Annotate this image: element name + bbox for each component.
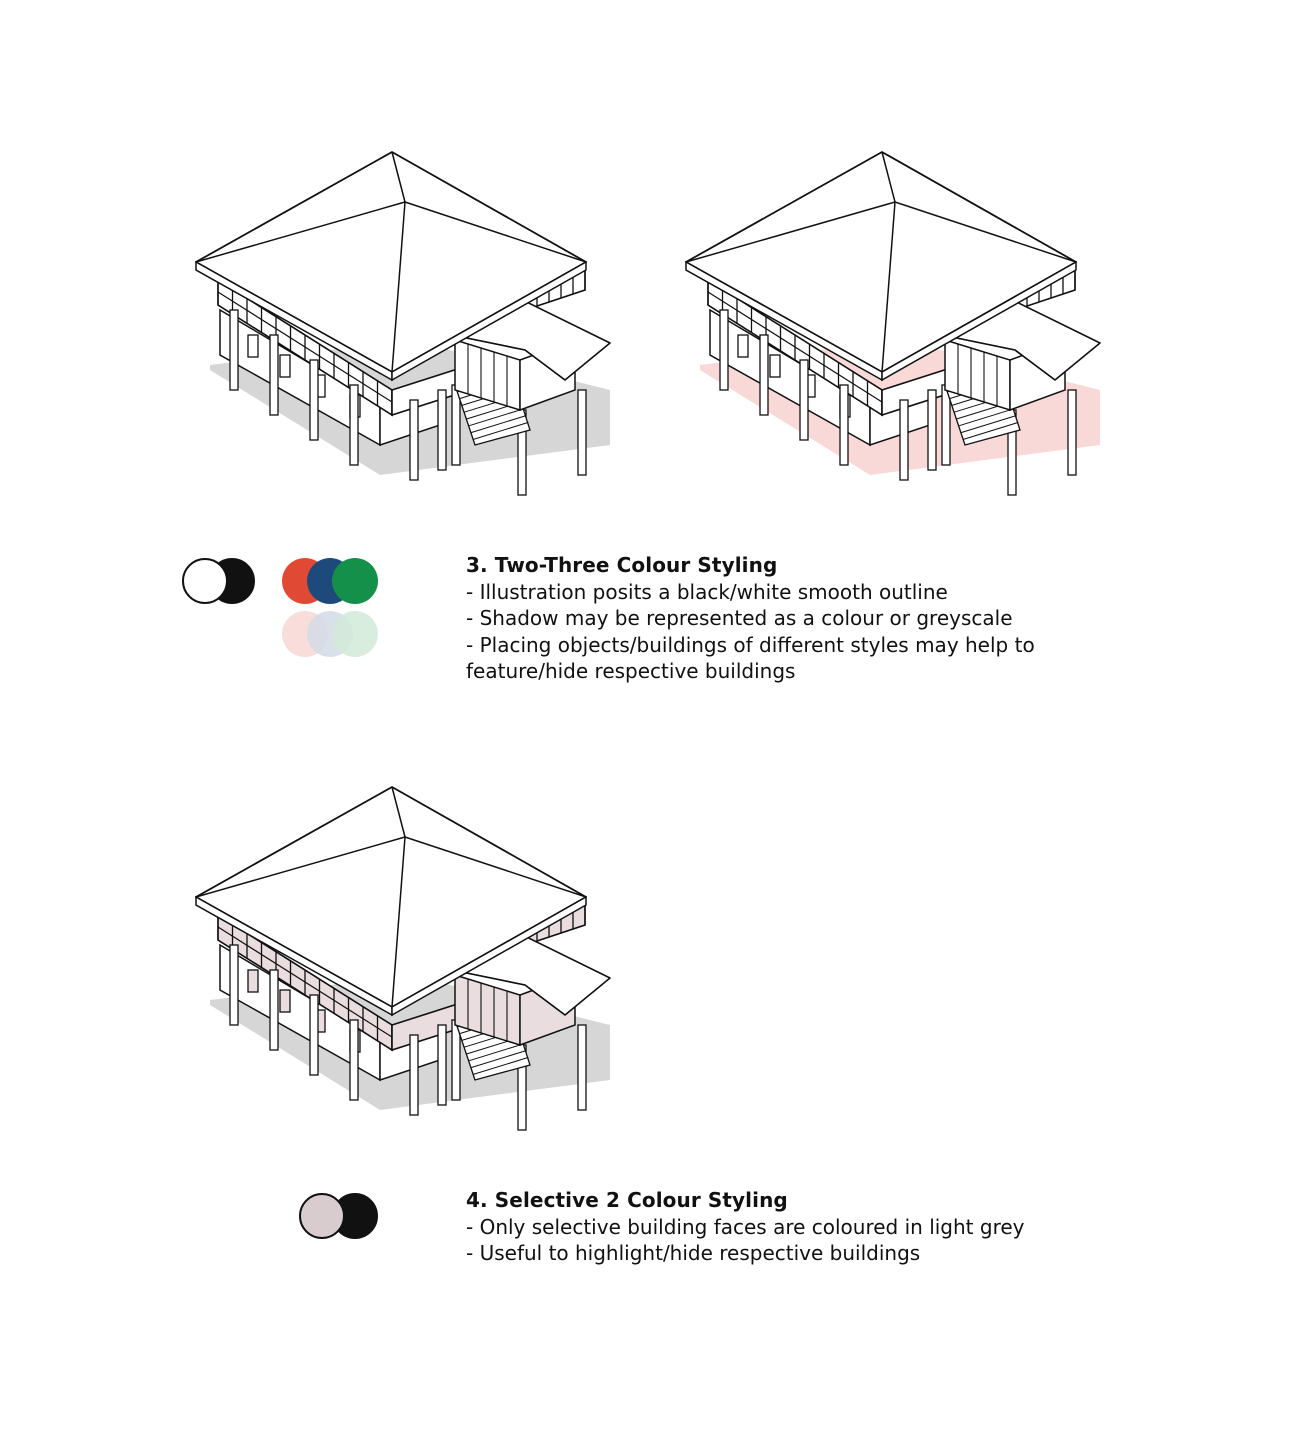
roof-hip	[195, 836, 406, 898]
stilt	[799, 359, 809, 441]
stair-step	[473, 1056, 529, 1075]
section-heading: 4. Selective 2 Colour Styling	[466, 1188, 788, 1212]
section-two-three-colour: 3. Two-Three Colour Styling Illustration…	[466, 552, 1086, 685]
stilt	[409, 399, 419, 481]
stilt	[309, 994, 319, 1076]
isometric-house-grey-shadow	[195, 151, 611, 496]
roof-hip	[195, 201, 406, 263]
section-selective-colour: 4. Selective 2 Colour Styling Only selec…	[466, 1187, 1086, 1267]
bullet-line: Illustration posits a black/white smooth…	[466, 579, 1086, 606]
stair-step	[960, 415, 1017, 434]
stilt	[229, 944, 239, 1026]
stilt	[1067, 389, 1077, 476]
bullet-line: Useful to highlight/hide respective buil…	[466, 1240, 1086, 1267]
stilt	[349, 1019, 359, 1101]
roof-ridge	[391, 786, 406, 838]
roof-hip	[881, 201, 896, 373]
roof-fascia-right	[881, 260, 1077, 382]
roof-ridge	[391, 151, 406, 203]
swatch-light-grey	[299, 1193, 345, 1239]
window	[769, 354, 781, 378]
roof-fascia-right	[391, 895, 587, 1017]
stilt	[229, 309, 239, 391]
roof-hip	[894, 201, 1077, 263]
section-heading: 3. Two-Three Colour Styling	[466, 553, 778, 577]
roof-hip	[391, 836, 406, 1008]
stilt	[437, 1024, 447, 1106]
bullet-line: Placing objects/buildings of different s…	[466, 632, 1086, 685]
colour-swatches-selective	[299, 1193, 378, 1239]
bullet-line: Only selective building faces are colour…	[466, 1214, 1086, 1241]
stilt	[719, 309, 729, 391]
window	[247, 969, 259, 993]
roof-hip	[391, 201, 406, 373]
swatch-green-tint	[332, 611, 378, 657]
stair-step	[473, 421, 529, 440]
stilt	[409, 1034, 419, 1116]
stair-step	[468, 1043, 524, 1062]
railing-rail	[217, 291, 393, 403]
swatch-green	[332, 558, 378, 604]
window	[737, 334, 749, 358]
roof-fascia-right	[391, 260, 587, 382]
isometric-house-selective-colour	[195, 786, 611, 1131]
roof-hip	[404, 836, 587, 898]
stilt	[927, 389, 937, 471]
stilt	[269, 334, 279, 416]
railing-rail	[217, 926, 393, 1038]
window	[279, 354, 291, 378]
stilt	[577, 389, 587, 476]
colour-swatches-two-three	[182, 558, 378, 657]
window	[279, 989, 291, 1013]
bullet-line: Shadow may be represented as a colour or…	[466, 605, 1086, 632]
annex-roof-edge	[941, 334, 1056, 381]
annex-roof-edge	[451, 334, 566, 381]
roof-ridge	[881, 151, 896, 203]
stilt	[899, 399, 909, 481]
isometric-house-pink-shadow	[685, 151, 1101, 496]
stair-step	[470, 415, 527, 434]
stilt	[437, 389, 447, 471]
stilt	[759, 334, 769, 416]
stilt	[577, 1024, 587, 1111]
railing-rail	[707, 291, 883, 403]
stilt	[309, 359, 319, 441]
stilt	[839, 384, 849, 466]
stair-step	[963, 421, 1019, 440]
swatch-white	[182, 558, 228, 604]
stair-step	[958, 408, 1014, 427]
stair-step	[470, 1050, 527, 1069]
roof-hip	[685, 201, 896, 263]
stair-step	[468, 408, 524, 427]
stilt	[269, 969, 279, 1051]
roof-hip	[404, 201, 587, 263]
stilt	[349, 384, 359, 466]
window	[247, 334, 259, 358]
annex-roof-edge	[451, 969, 566, 1016]
